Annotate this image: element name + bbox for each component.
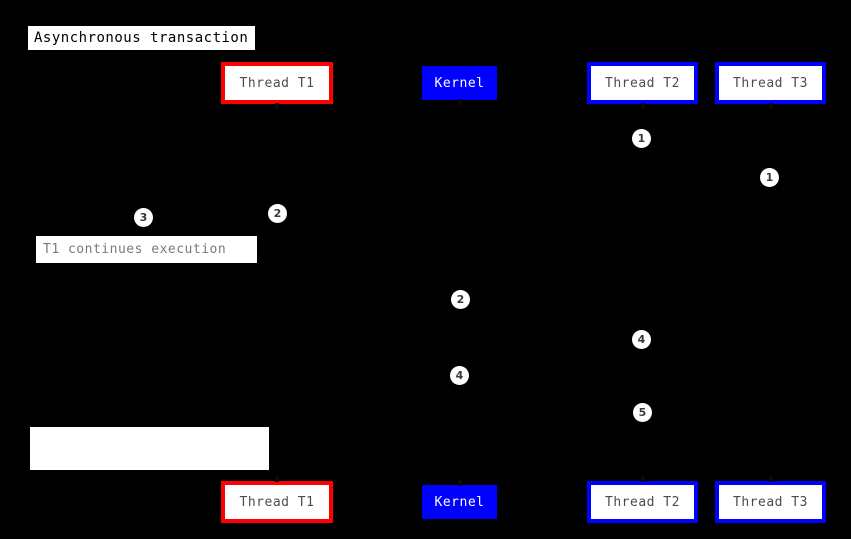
step-badge-1-t2: 1 <box>632 129 651 148</box>
step-badge-5-t2: 5 <box>633 403 652 422</box>
participant-label: Thread T2 <box>605 75 680 91</box>
participant-label: Thread T1 <box>239 75 315 91</box>
participant-label: Kernel <box>434 494 485 510</box>
participant-label: Kernel <box>434 75 485 91</box>
note-blank <box>30 427 269 470</box>
lifeline-stub <box>640 103 645 109</box>
lifeline-stub <box>768 103 773 109</box>
lifeline-stub <box>275 476 279 482</box>
step-badge-2-kernel: 2 <box>451 290 470 309</box>
participant-thread-t1[interactable]: Thread T1 <box>221 481 333 523</box>
step-badge-1-t3: 1 <box>760 168 779 187</box>
step-badge-2-t1: 2 <box>268 204 287 223</box>
participant-thread-t2[interactable]: Thread T2 <box>587 481 698 523</box>
lifeline-stub <box>457 480 462 486</box>
participant-label: Thread T1 <box>239 494 315 510</box>
lifeline-stub <box>457 99 462 105</box>
note-t1-continues: T1 continues execution <box>36 236 257 263</box>
participant-kernel[interactable]: Kernel <box>422 66 497 100</box>
participant-label: Thread T2 <box>605 494 680 510</box>
step-badge-3-t1: 3 <box>134 208 153 227</box>
lifeline-stub <box>275 103 279 109</box>
participant-label: Thread T3 <box>733 75 808 91</box>
lifeline-stub <box>768 476 773 482</box>
participant-thread-t3[interactable]: Thread T3 <box>715 62 826 104</box>
participant-thread-t2[interactable]: Thread T2 <box>587 62 698 104</box>
step-badge-4-kernel: 4 <box>450 366 469 385</box>
participant-kernel[interactable]: Kernel <box>422 485 497 519</box>
diagram-title: Asynchronous transaction <box>28 26 255 50</box>
participant-thread-t3[interactable]: Thread T3 <box>715 481 826 523</box>
participant-thread-t1[interactable]: Thread T1 <box>221 62 333 104</box>
lifeline-stub <box>640 476 645 482</box>
step-badge-4-t2: 4 <box>632 330 651 349</box>
participant-label: Thread T3 <box>733 494 808 510</box>
